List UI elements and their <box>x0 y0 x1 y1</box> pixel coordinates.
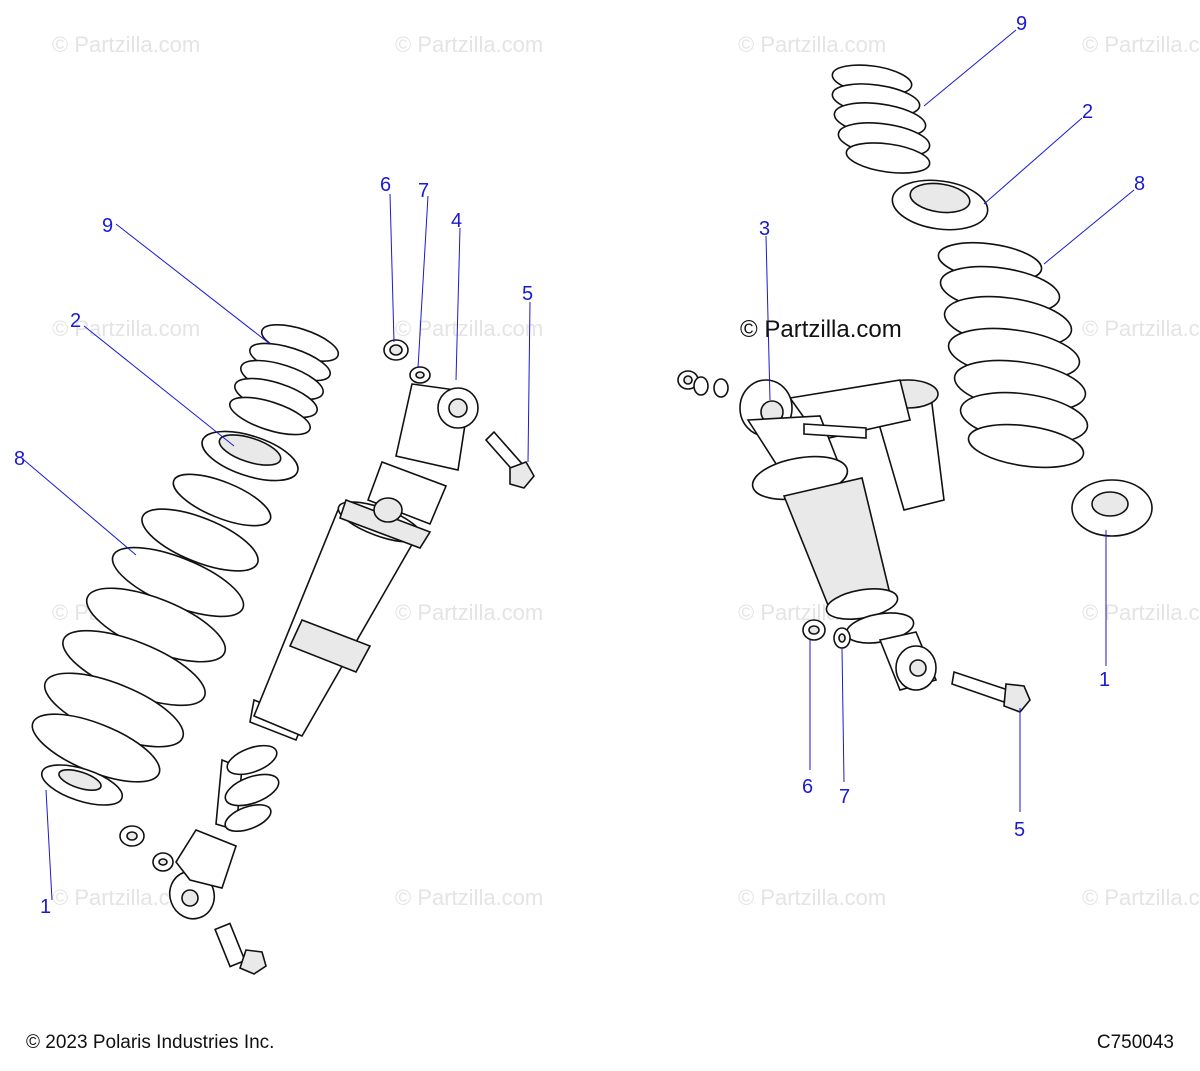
right-shock-absorber <box>739 379 945 691</box>
callout-numbers: 1 2 8 9 6 7 4 5 3 9 2 8 1 6 7 5 <box>14 13 1145 918</box>
watermark: © Partzilla.com <box>395 32 543 57</box>
left-shock-absorber <box>168 383 479 975</box>
watermark: © Partzilla.com <box>52 32 200 57</box>
left-lower-washer <box>152 852 174 872</box>
left-spring-seat <box>201 430 299 482</box>
callout-left-bolt: 5 <box>522 283 533 305</box>
callout-left-tender-spring: 9 <box>102 215 113 237</box>
left-upper-washer <box>409 366 431 384</box>
watermark: © Partzilla.com <box>395 600 543 625</box>
callout-left-spring-retainer: 1 <box>40 896 51 918</box>
right-lower-bolt <box>951 670 1031 713</box>
watermark: © Partzilla.com <box>1082 885 1200 910</box>
callout-right-spring-seat: 2 <box>1082 101 1093 123</box>
drawing-code: C750043 <box>1096 1032 1174 1053</box>
callout-right-bushing: 6 <box>802 776 813 798</box>
callout-left-bushing: 6 <box>380 174 391 196</box>
copyright-notice: © 2023 Polaris Industries Inc. <box>26 1032 275 1053</box>
left-main-spring <box>31 473 272 783</box>
watermark: © Partzilla.com <box>738 32 886 57</box>
right-lower-bushing <box>802 619 826 641</box>
watermark: © Partzilla.com <box>1082 32 1200 57</box>
watermark: © Partzilla.com <box>738 885 886 910</box>
leader-lines <box>23 29 1135 901</box>
callout-right-washer: 7 <box>839 786 850 808</box>
callout-right-main-spring: 8 <box>1134 173 1145 195</box>
right-upper-washer-b <box>713 378 729 398</box>
callout-right-bolt: 5 <box>1014 819 1025 841</box>
callout-left-main-spring: 8 <box>14 448 25 470</box>
watermark: © Partzilla.com <box>395 885 543 910</box>
left-upper-bolt <box>484 430 535 489</box>
callout-left-washer: 7 <box>418 180 429 202</box>
right-lower-washer <box>833 627 851 649</box>
left-upper-bushing <box>383 339 409 361</box>
callout-left-shock: 4 <box>451 210 462 232</box>
callout-right-tender-spring: 9 <box>1016 13 1027 35</box>
callout-right-spring-retainer: 1 <box>1099 669 1110 691</box>
left-tender-spring <box>229 324 340 436</box>
callout-right-shock: 3 <box>759 218 770 240</box>
right-spring-retainer <box>1071 479 1153 537</box>
right-tender-spring <box>831 64 931 174</box>
left-lower-bushing <box>119 825 145 847</box>
right-spring-seat <box>891 179 989 231</box>
watermark: © Partzilla.com <box>1082 316 1200 341</box>
callout-left-spring-seat: 2 <box>70 310 81 332</box>
watermark: © Partzilla.com <box>52 316 200 341</box>
left-spring-retainer <box>40 764 124 806</box>
left-lower-bolt <box>214 922 267 975</box>
right-upper-washer-a <box>693 376 709 396</box>
partzilla-watermark: © Partzilla.com <box>740 316 902 343</box>
right-main-spring <box>937 241 1089 469</box>
watermark: © Partzilla.com <box>395 316 543 341</box>
watermark: © Partzilla.com <box>1082 600 1200 625</box>
